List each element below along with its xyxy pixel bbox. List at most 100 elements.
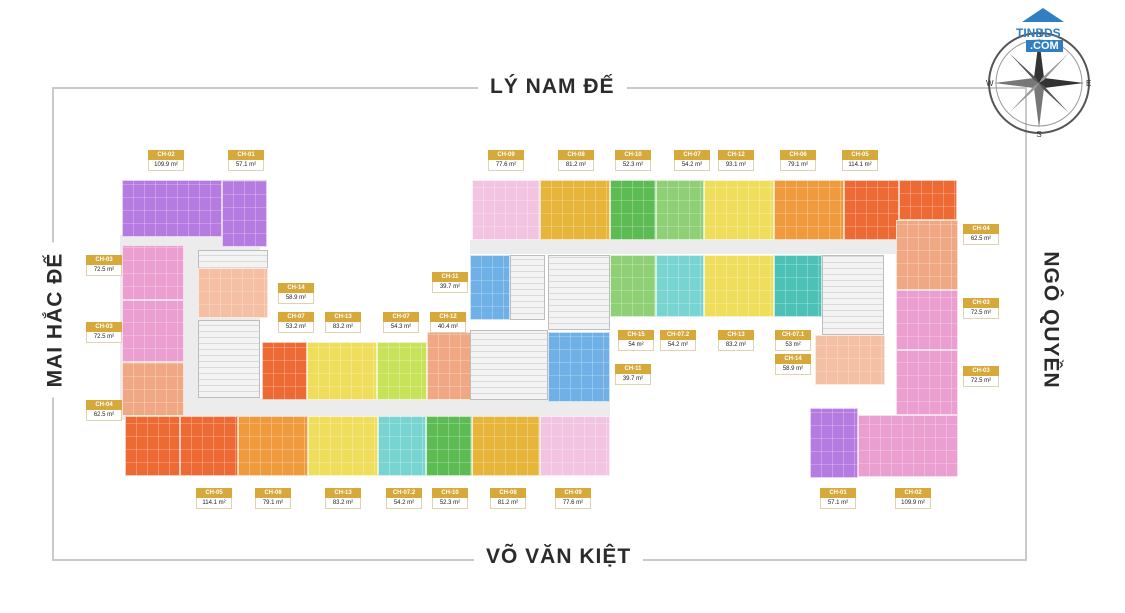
- compass-west: W: [986, 79, 994, 88]
- unit-code: CH-13: [718, 330, 754, 340]
- unit-area: 114.1 m²: [842, 160, 878, 171]
- unit-block: [610, 255, 656, 317]
- unit-code: CH-10: [432, 488, 468, 498]
- corridor-north-east: [470, 240, 900, 254]
- unit-block: [307, 342, 377, 400]
- unit-area: 83.2 m²: [325, 322, 361, 333]
- core-block: [822, 255, 884, 335]
- unit-area: 54 m²: [618, 340, 654, 351]
- unit-area: 77.6 m²: [555, 498, 591, 509]
- unit-code: CH-07: [383, 312, 419, 322]
- core-block: [548, 255, 610, 330]
- unit-block: [896, 290, 958, 350]
- unit-block: [656, 255, 704, 317]
- unit-area: 54.2 m²: [660, 340, 696, 351]
- corridor-south: [180, 398, 610, 418]
- unit-block: [122, 180, 222, 237]
- unit-code: CH-10: [615, 150, 651, 160]
- unit-block: [810, 408, 858, 478]
- unit-area: 58.9 m²: [775, 364, 811, 375]
- unit-area: 109.9 m²: [148, 160, 184, 171]
- compass-south: S: [1036, 130, 1041, 138]
- unit-area: 79.1 m²: [780, 160, 816, 171]
- unit-code: CH-07.2: [386, 488, 422, 498]
- unit-block: [308, 416, 378, 476]
- unit-code: CH-08: [558, 150, 594, 160]
- unit-block: [222, 180, 267, 247]
- unit-area: 52.3 m²: [432, 498, 468, 509]
- unit-code: CH-02: [895, 488, 931, 498]
- unit-block: [656, 180, 704, 240]
- unit-block: [815, 335, 885, 385]
- unit-block: [774, 255, 822, 317]
- unit-area: 72.5 m²: [86, 265, 122, 276]
- unit-block: [540, 180, 610, 240]
- street-label-bottom: VÕ VĂN KIỆT: [474, 545, 644, 569]
- brand-logo: TINBDS .COM: [1012, 8, 1074, 66]
- unit-block: [899, 180, 957, 220]
- unit-block: [472, 416, 540, 476]
- street-label-top: LÝ NAM ĐẾ: [478, 75, 627, 99]
- street-label-right: NGÔ QUYỀN: [1038, 241, 1063, 399]
- unit-block: [774, 180, 844, 240]
- unit-block: [378, 416, 426, 476]
- unit-area: 62.5 m²: [963, 234, 999, 245]
- unit-block: [896, 350, 958, 415]
- unit-code: CH-11: [615, 364, 651, 374]
- unit-area: 53.2 m²: [278, 322, 314, 333]
- unit-code: CH-07.2: [660, 330, 696, 340]
- unit-block: [470, 255, 510, 320]
- unit-code: CH-05: [842, 150, 878, 160]
- unit-block: [704, 180, 774, 240]
- compass-north: N: [1036, 29, 1042, 38]
- unit-area: 114.1 m²: [196, 498, 232, 509]
- unit-block: [198, 268, 268, 318]
- unit-area: 81.2 m²: [490, 498, 526, 509]
- unit-area: 57.1 m²: [820, 498, 856, 509]
- unit-block: [122, 245, 184, 300]
- unit-block: [238, 416, 308, 476]
- unit-area: 72.5 m²: [963, 308, 999, 319]
- unit-area: 77.6 m²: [488, 160, 524, 171]
- unit-area: 83.2 m²: [325, 498, 361, 509]
- unit-block: [858, 415, 958, 477]
- unit-code: CH-03: [963, 366, 999, 376]
- unit-block: [548, 332, 610, 402]
- unit-code: CH-04: [963, 224, 999, 234]
- unit-block: [377, 342, 427, 400]
- unit-area: 93.1 m²: [718, 160, 754, 171]
- unit-block: [262, 342, 307, 400]
- core-block: [198, 320, 260, 398]
- unit-block: [122, 300, 184, 362]
- unit-code: CH-03: [86, 322, 122, 332]
- unit-area: 54.2 m²: [674, 160, 710, 171]
- unit-block: [540, 416, 610, 476]
- unit-code: CH-05: [196, 488, 232, 498]
- unit-code: CH-13: [325, 488, 361, 498]
- unit-area: 40.4 m²: [430, 322, 466, 333]
- unit-area: 62.5 m²: [86, 410, 122, 421]
- unit-area: 72.5 m²: [963, 376, 999, 387]
- unit-block: [180, 416, 238, 476]
- house-icon: [1022, 8, 1064, 22]
- unit-code: CH-07: [674, 150, 710, 160]
